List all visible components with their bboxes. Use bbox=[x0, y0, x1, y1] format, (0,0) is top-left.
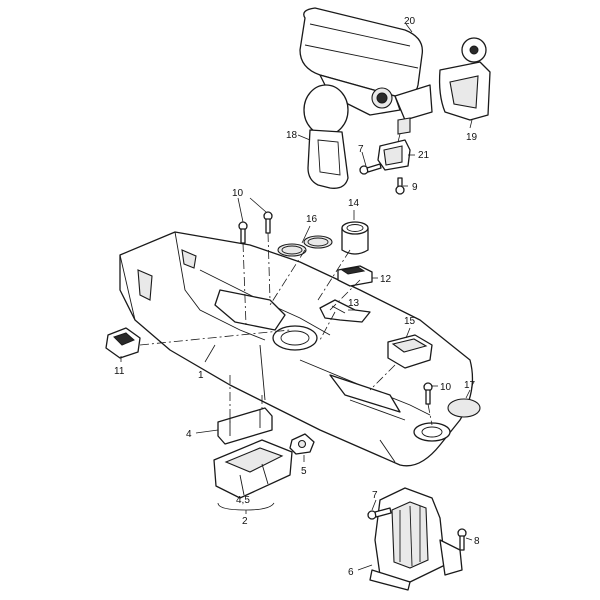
callout-11: 11 bbox=[114, 366, 125, 377]
screw-10-left bbox=[238, 221, 248, 244]
screw-7-upper bbox=[359, 163, 382, 175]
armrest-part bbox=[299, 7, 433, 135]
bracket-part bbox=[377, 139, 411, 171]
callout-20: 20 bbox=[404, 16, 416, 27]
screw-10-lower bbox=[423, 382, 433, 405]
callout-4: 4 bbox=[186, 429, 192, 440]
armrest-cover-part bbox=[438, 37, 491, 121]
callout-10-left: 10 bbox=[232, 188, 244, 199]
console-bracket-part bbox=[217, 407, 273, 445]
callout-9: 9 bbox=[412, 182, 418, 193]
callout-16: 16 bbox=[306, 214, 318, 225]
alignment-lines bbox=[139, 133, 433, 426]
mat-part bbox=[447, 398, 481, 418]
screw-9 bbox=[395, 177, 405, 195]
tray-part bbox=[387, 334, 433, 369]
cup-insert-part bbox=[277, 235, 333, 257]
callout-18: 18 bbox=[286, 130, 298, 141]
callout-12: 12 bbox=[380, 274, 392, 285]
armrest-side-part bbox=[303, 84, 349, 189]
callout-6: 6 bbox=[348, 567, 354, 578]
holder-assembly-part bbox=[213, 439, 293, 499]
screw-8 bbox=[457, 528, 467, 551]
screw-7-lower bbox=[367, 507, 392, 520]
switch-plug-part bbox=[337, 265, 373, 287]
lower-bracket-part bbox=[369, 487, 463, 591]
callout-19: 19 bbox=[466, 132, 478, 143]
callout-15: 15 bbox=[404, 316, 416, 327]
callout-2: 2 bbox=[242, 516, 248, 527]
callout-5: 5 bbox=[301, 466, 307, 477]
cup-holder-part bbox=[341, 221, 369, 255]
callout-21: 21 bbox=[418, 150, 430, 161]
callout-14: 14 bbox=[348, 198, 360, 209]
center-console-part bbox=[119, 231, 474, 467]
clip-part bbox=[289, 433, 315, 455]
leader-lines bbox=[120, 23, 473, 571]
callout-4-5: 4,5 bbox=[236, 495, 250, 506]
callout-17: 17 bbox=[464, 380, 476, 391]
callout-10-lower: 10 bbox=[440, 382, 452, 393]
callout-8: 8 bbox=[474, 536, 480, 547]
screw-10-right bbox=[263, 211, 273, 234]
callout-7-upper: 7 bbox=[358, 144, 364, 155]
cap-part bbox=[105, 327, 141, 359]
callout-7-lower: 7 bbox=[372, 490, 378, 501]
callout-1: 1 bbox=[198, 370, 204, 381]
callout-13: 13 bbox=[348, 298, 360, 309]
